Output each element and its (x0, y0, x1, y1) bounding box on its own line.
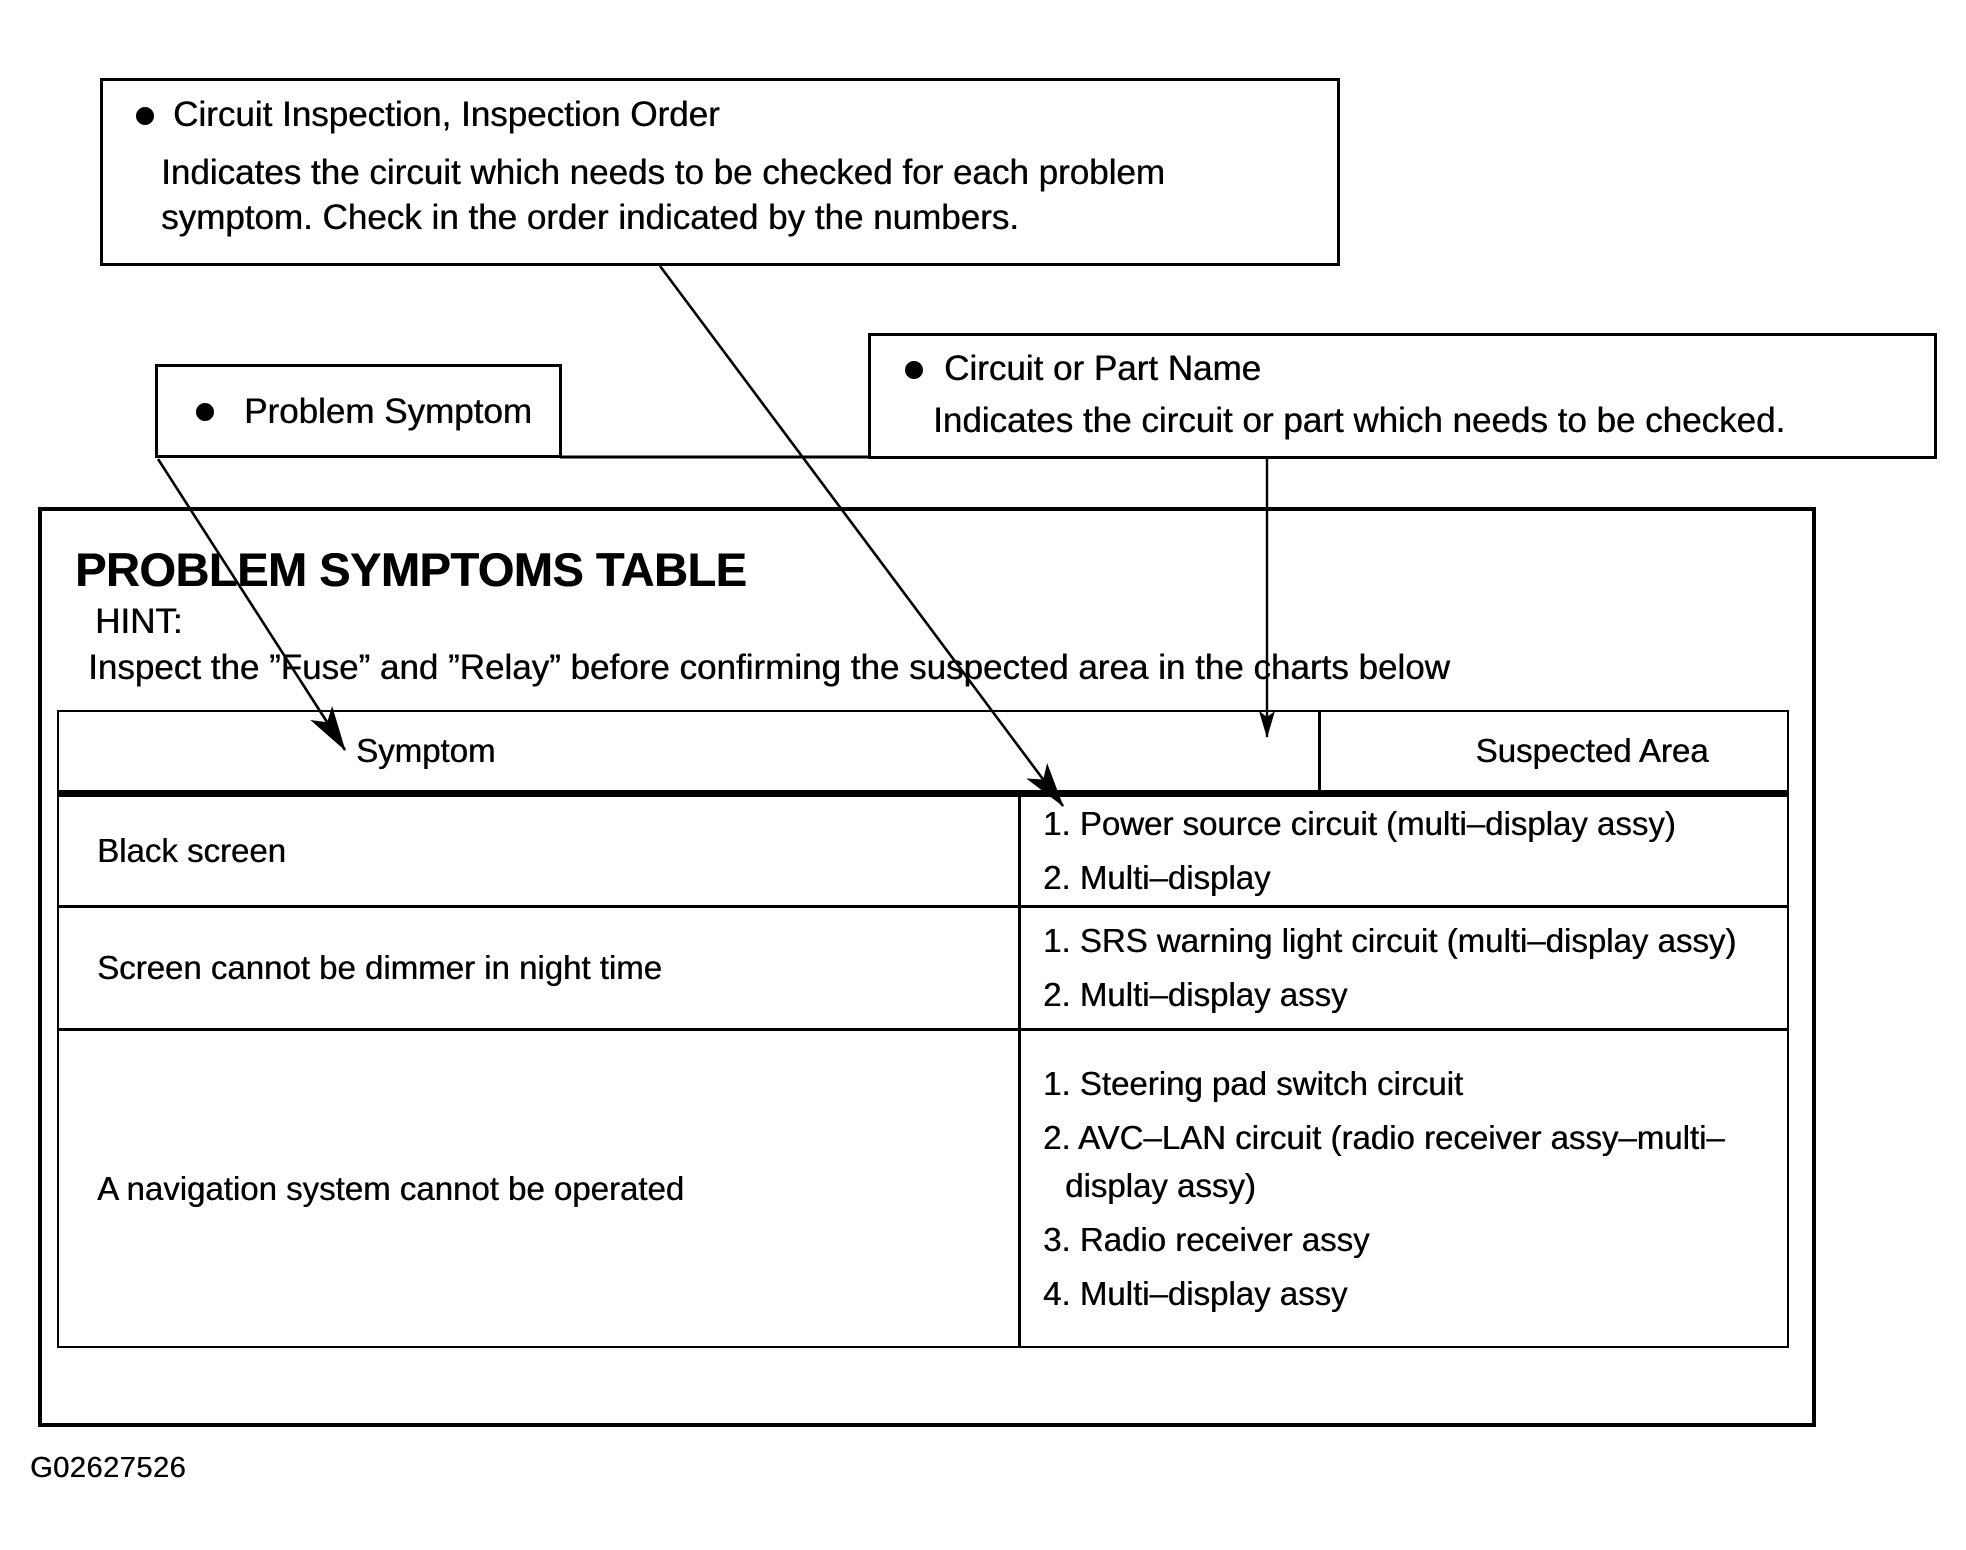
column-header-suspected-area: Suspected Area (1475, 732, 1709, 769)
bullet-icon (196, 403, 214, 421)
suspected-area-item: 1. SRS warning light circuit (multi–disp… (1043, 922, 1737, 959)
callout-circuit-or-part-description: Indicates the circuit or part which need… (933, 401, 1786, 440)
suspected-area-item: 2. AVC–LAN circuit (radio receiver assy–… (1043, 1118, 1725, 1204)
symptoms-table: Symptom Suspected Area Black screen 1. P… (57, 710, 1789, 1348)
suspected-area-cell: 1. Power source circuit (multi–display a… (1021, 797, 1787, 905)
suspected-area-cell: 1. SRS warning light circuit (multi–disp… (1021, 908, 1787, 1028)
suspected-area-item: 2. Multi–display assy (1043, 976, 1348, 1013)
suspected-area-item: 2. Multi–display (1043, 859, 1271, 896)
callout-circuit-inspection: Circuit Inspection, Inspection Order Ind… (100, 78, 1340, 266)
callout-problem-symptom: Problem Symptom (155, 364, 562, 458)
suspected-area-item: 1. Steering pad switch circuit (1043, 1064, 1464, 1102)
bullet-icon (136, 107, 154, 125)
hint-label: HINT: (95, 602, 183, 641)
column-header-symptom: Symptom (59, 712, 1321, 790)
callout-problem-symptom-title: Problem Symptom (244, 392, 532, 431)
figure-id: G02627526 (30, 1452, 187, 1484)
suspected-area-item: 1. Power source circuit (multi–display a… (1043, 805, 1676, 842)
table-row: Black screen 1. Power source circuit (mu… (59, 794, 1787, 905)
symptom-cell: Screen cannot be dimmer in night time (59, 908, 1021, 1028)
symptom-cell: Black screen (59, 797, 1021, 905)
suspected-area-cell: 1. Steering pad switch circuit 2. AVC–LA… (1021, 1031, 1787, 1346)
bullet-icon (905, 361, 923, 379)
callout-circuit-or-part: Circuit or Part Name Indicates the circu… (868, 333, 1937, 459)
callout-circuit-inspection-title: Circuit Inspection, Inspection Order (173, 95, 720, 134)
callout-circuit-inspection-description: Indicates the circuit which needs to be … (161, 153, 1165, 237)
suspected-area-item: 3. Radio receiver assy (1043, 1220, 1370, 1258)
table-row: A navigation system cannot be operated 1… (59, 1028, 1787, 1346)
page-title: PROBLEM SYMPTOMS TABLE (75, 543, 747, 596)
table-header-row: Symptom Suspected Area (59, 712, 1787, 794)
table-row: Screen cannot be dimmer in night time 1.… (59, 905, 1787, 1028)
suspected-area-item: 4. Multi–display assy (1043, 1274, 1348, 1312)
callout-circuit-or-part-title: Circuit or Part Name (944, 349, 1262, 388)
symptom-cell: A navigation system cannot be operated (59, 1031, 1021, 1346)
hint-text: Inspect the ”Fuse” and ”Relay” before co… (88, 648, 1450, 687)
